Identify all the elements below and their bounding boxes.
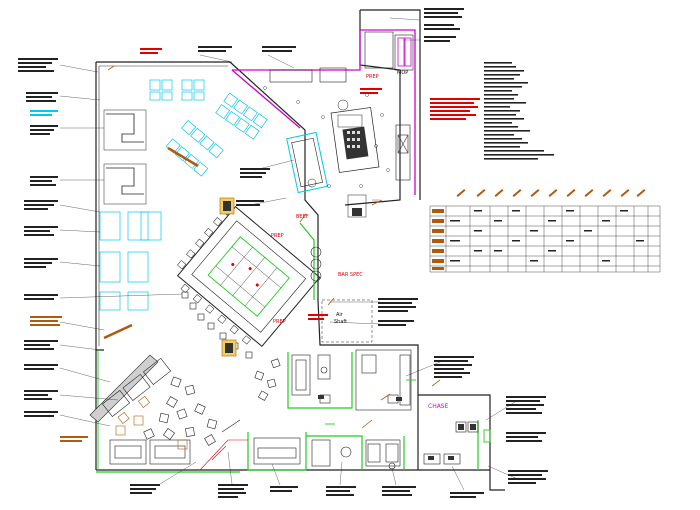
equipment-schedule-table <box>429 189 661 273</box>
walk-in-label: PREP <box>366 74 379 80</box>
bar-prep-label: PREP <box>271 233 284 239</box>
air-shaft-label-2: Shaft <box>334 319 347 325</box>
bar-circles <box>310 246 322 282</box>
chase-label: CHASE <box>428 403 449 410</box>
green-doors <box>325 379 491 443</box>
dining-seating <box>99 79 268 311</box>
central-bar <box>176 206 321 348</box>
cooking-line <box>330 107 380 173</box>
bar-spec-tag: BAR SPEC <box>338 272 363 278</box>
bathroom-fixtures <box>318 395 476 460</box>
dish-station <box>286 131 329 194</box>
structural-columns <box>219 197 237 357</box>
lounge-area <box>89 354 281 471</box>
equipment-list <box>484 62 554 160</box>
annotation-leaders <box>18 8 548 498</box>
timber-divider-2 <box>103 323 133 340</box>
booth-seating-left <box>103 109 147 205</box>
green-partitions <box>96 222 479 473</box>
air-shaft: Air Shaft <box>321 299 373 343</box>
kitchen-cooler <box>394 34 414 71</box>
bar-stools <box>181 291 253 359</box>
service-prep-label: PREP <box>273 319 286 325</box>
air-shaft-label-1: Air <box>336 312 344 318</box>
door-tags <box>107 65 441 429</box>
cooler-label: MOP <box>397 70 408 76</box>
kitchen-area: PREP MOP <box>231 29 416 218</box>
prep-tag: BEEF <box>296 214 309 220</box>
timber-divider-1 <box>167 146 199 168</box>
restrooms <box>253 349 479 470</box>
